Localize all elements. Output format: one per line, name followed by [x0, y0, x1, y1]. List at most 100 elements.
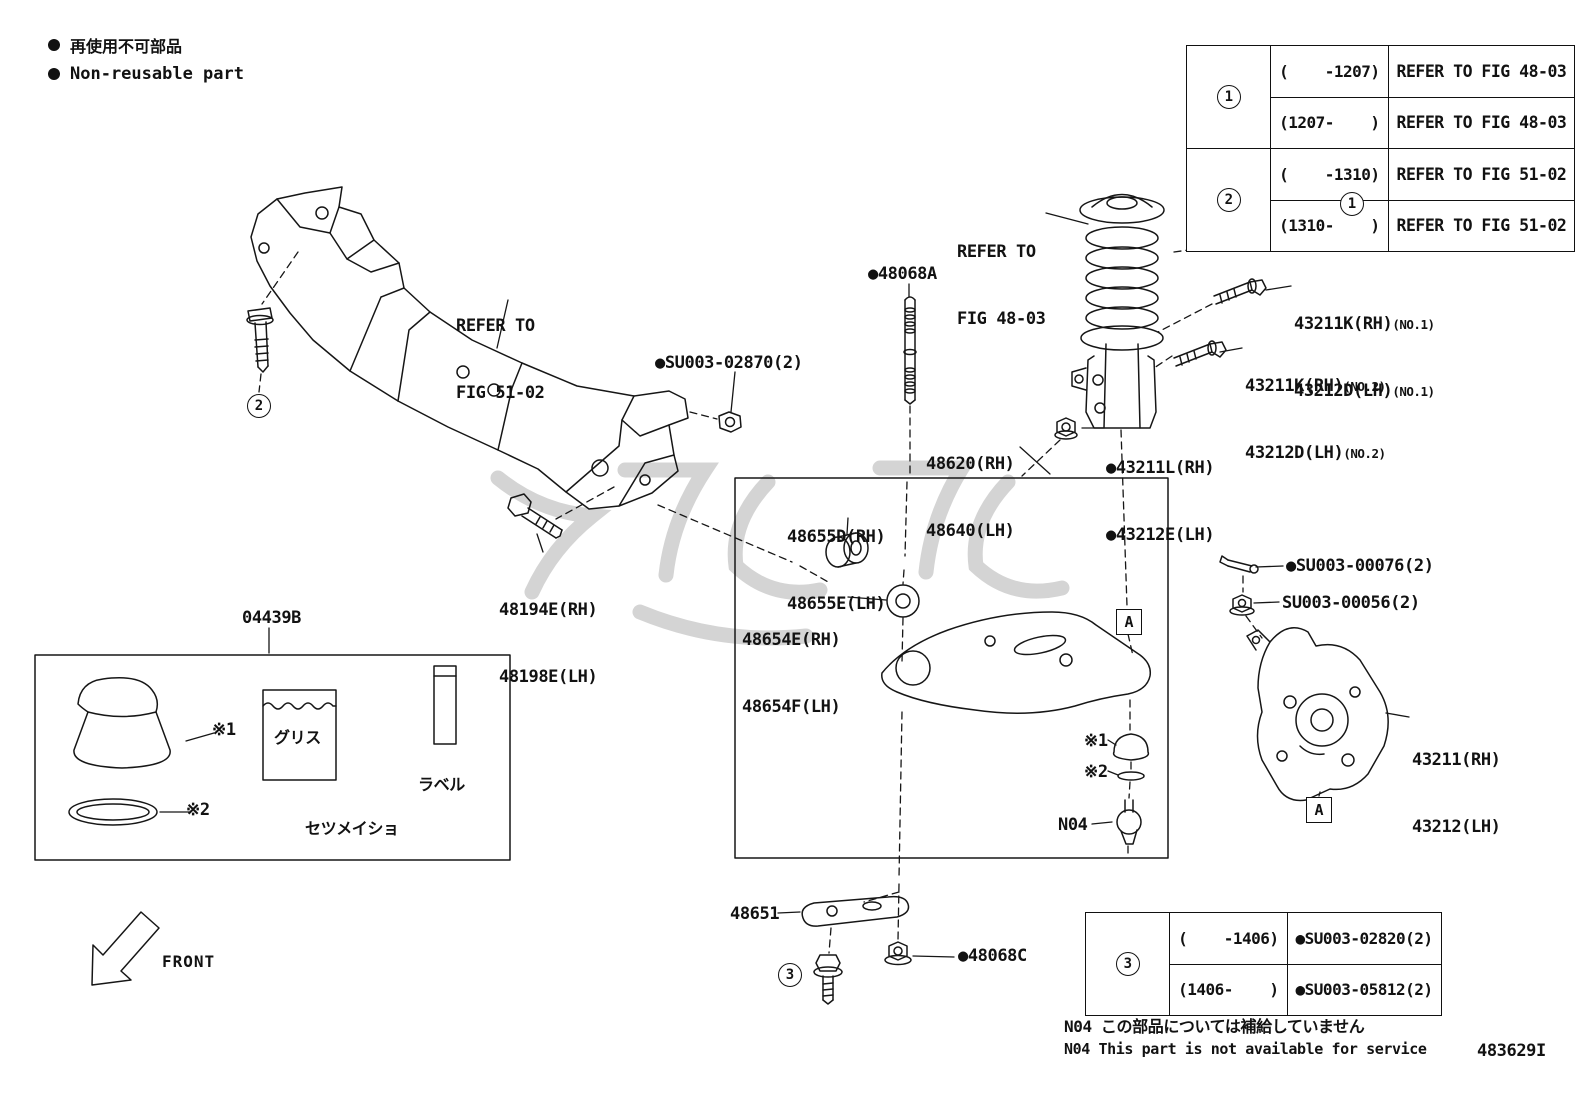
callout-48651: 48651: [730, 904, 780, 924]
circled-3-callout: 3: [778, 963, 802, 987]
refer-line: FIG 51-02: [456, 383, 545, 404]
callout-43211: 43211(RH) 43212(LH): [1412, 704, 1501, 884]
front-label: FRONT: [162, 952, 216, 971]
part-number: ●43211L(RH): [1106, 457, 1215, 478]
crossmember-art: [250, 186, 689, 510]
part-number: 48194E(RH): [499, 599, 598, 620]
nut-icon-su003-00056: [1229, 594, 1255, 616]
legend-text-en: Non-reusable part: [70, 63, 244, 84]
refer-line: REFER TO: [456, 315, 535, 336]
bushing-icon-48654: [886, 584, 920, 618]
callout-refer-fig-48-03: REFER TO FIG 48-03: [957, 196, 1046, 376]
non-reusable-dot-icon: [48, 67, 60, 80]
fig-ref-group1-cell: 1: [1185, 45, 1272, 149]
callout-48068c: ●48068C: [958, 946, 1027, 966]
applicability-table: 3 ( -1406) ●SU003-02820(2) (1406- ) ●SU0…: [1084, 912, 1442, 1016]
callout-04439b: 04439B: [242, 608, 302, 628]
front-arrow-icon: [91, 911, 160, 986]
kit-label-strip-label: ラベル: [418, 775, 465, 794]
part-number: 43211K(RH): [1294, 313, 1393, 334]
fig-ref-cell: REFER TO FIG 48-03: [1387, 45, 1576, 98]
refer-line: REFER TO: [957, 241, 1036, 262]
kit-grease-label: グリス: [274, 728, 321, 747]
legend: 再使用不可部品 Non-reusable part: [48, 30, 244, 88]
circled-2-callout: 2: [247, 394, 271, 418]
part-number: 43212(LH): [1412, 817, 1501, 838]
part-number-cell: ●SU003-05812(2): [1286, 963, 1442, 1016]
bolt-icon-member-front: [246, 307, 274, 373]
callout-star2-arm: ※2: [1084, 762, 1108, 782]
bolt-icon-43211k-no2: [1173, 340, 1227, 367]
applicability-group-cell: 3: [1084, 912, 1171, 1016]
stud-icon-48068a: [903, 296, 917, 405]
doc-code: 483629I: [1477, 1041, 1546, 1061]
part-number-cell: ●SU003-02820(2): [1286, 912, 1442, 965]
non-reusable-dot-icon: [48, 38, 60, 51]
date-range-cell: ( -1406): [1169, 912, 1288, 965]
leader-lines: [159, 212, 1410, 958]
circled-3-marker: 3: [1115, 952, 1140, 976]
legend-text-jp: 再使用不可部品: [70, 36, 183, 56]
callout-48068a: ●48068A: [868, 264, 937, 284]
detail-box: [734, 477, 1169, 859]
watermark: [490, 460, 1070, 646]
callout-48194e: 48194E(RH) 48198E(LH): [499, 554, 598, 734]
view-marker-a-lower: A: [1306, 797, 1332, 823]
kit-star1-label: ※1: [212, 720, 236, 740]
callout-43211k-no2: 43211K(RH)(NO.2) 43212D(LH)(NO.2): [1245, 330, 1386, 510]
fig-ref-cell: REFER TO FIG 51-02: [1387, 148, 1576, 201]
date-range-cell: (1207- ): [1270, 96, 1389, 149]
bushing-icon-48655: [825, 532, 869, 568]
fig-ref-group2-cell: 2: [1185, 148, 1272, 252]
fig-reference-table: 1 ( -1207) REFER TO FIG 48-03 (1207- ) R…: [1185, 45, 1576, 252]
kit-star2-label: ※2: [186, 800, 210, 820]
date-range-cell: ( -1310): [1270, 148, 1389, 201]
part-number: 43211K(RH): [1245, 375, 1344, 396]
bolt-icon-su003-00076: [1219, 555, 1259, 574]
part-number-suffix: (NO.1): [1392, 316, 1435, 332]
nut-icon-48068c: [884, 941, 912, 966]
service-note-en: N04 This part is not available for servi…: [1064, 1040, 1427, 1058]
callout-refer-fig-51-02: REFER TO FIG 51-02: [456, 270, 545, 450]
boot-kit-art: [34, 654, 511, 861]
part-number: 48654E(RH): [742, 629, 841, 650]
callout-n04: N04: [1058, 815, 1088, 835]
callout-su003-02870: ●SU003-02870(2): [655, 353, 803, 373]
bracket-icon-48651: [801, 895, 910, 927]
part-number: 48620(RH): [926, 453, 1015, 474]
bolt-icon-43211k-no1: [1213, 278, 1267, 305]
strut-assembly-art: [1071, 193, 1165, 429]
part-number-suffix: (NO.2): [1343, 378, 1386, 394]
part-number: 48655D(RH): [787, 526, 886, 547]
part-number: 43212D(LH): [1294, 381, 1393, 402]
part-number: ●43212E(LH): [1106, 525, 1215, 546]
callout-48654e: 48654E(RH) 48654F(LH): [742, 584, 841, 764]
callout-su003-00076: ●SU003-00076(2): [1286, 556, 1434, 576]
date-range-cell: (1406- ): [1169, 963, 1288, 1016]
refer-line: FIG 48-03: [957, 309, 1046, 330]
part-number-suffix: (NO.2): [1343, 446, 1386, 462]
callout-su003-00056: SU003-00056(2): [1282, 593, 1420, 613]
fig-ref-cell: REFER TO FIG 48-03: [1387, 96, 1576, 149]
balljoint-art: [1112, 733, 1150, 845]
part-number: 48640(LH): [926, 521, 1015, 542]
part-number: 43212D(LH): [1245, 443, 1344, 464]
callout-43211l: ●43211L(RH) ●43212E(LH): [1106, 412, 1215, 592]
part-number-suffix: (NO.1): [1392, 384, 1435, 400]
bolt-icon-48651-mount: [813, 954, 843, 1005]
nut-icon-su003-02870: [718, 411, 742, 433]
view-marker-a-upper: A: [1116, 609, 1142, 635]
callout-48655d: 48655D(RH) 48655E(LH): [787, 481, 886, 661]
kit-manual-label: セツメイショ: [305, 819, 399, 838]
fig-ref-cell: REFER TO FIG 51-02: [1387, 199, 1576, 252]
part-number: 43211(RH): [1412, 749, 1501, 770]
part-number: 48655E(LH): [787, 594, 886, 615]
lower-arm-art: [881, 611, 1152, 714]
circled-1-callout: 1: [1340, 192, 1364, 216]
bolt-icon-48194e: [507, 493, 563, 539]
circled-2-marker: 2: [1216, 188, 1241, 212]
part-number: 48198E(LH): [499, 667, 598, 688]
knuckle-art: [1246, 627, 1389, 802]
part-number: 48654F(LH): [742, 697, 841, 718]
